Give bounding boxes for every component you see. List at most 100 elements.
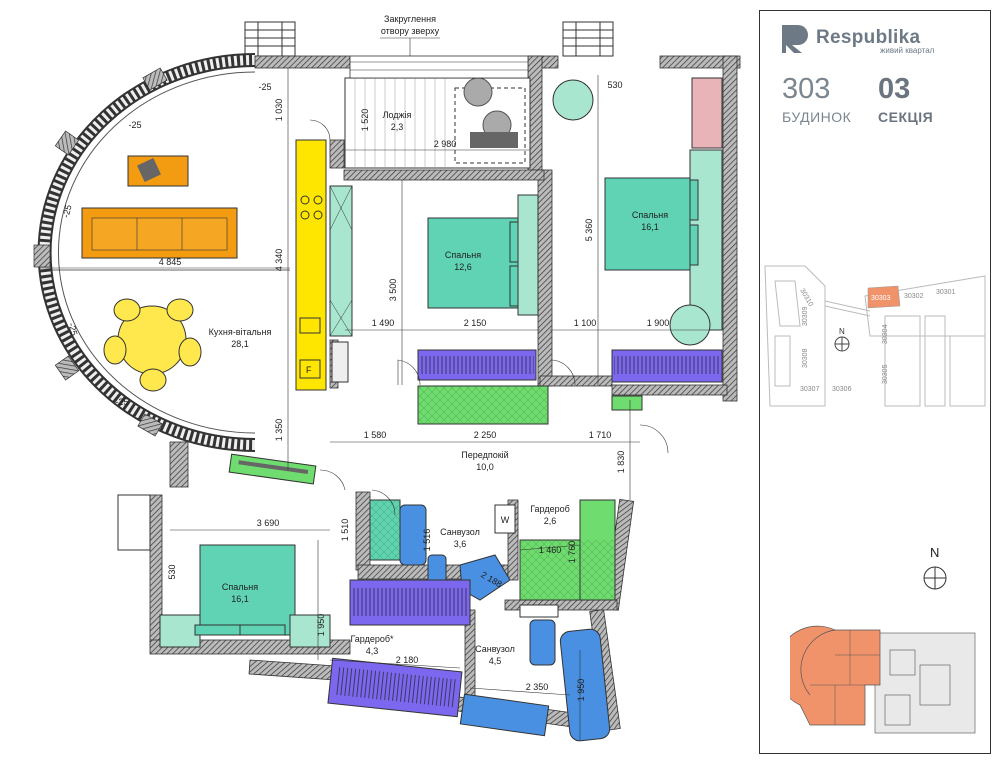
bed-bedroom-16-1-bottom (159, 544, 331, 648)
desk-green (228, 453, 317, 485)
svg-text:3 500: 3 500 (388, 279, 398, 302)
room-label-ward2: Гардероб* 4,3 (350, 634, 394, 656)
brand-tagline: живий квартал (880, 46, 935, 55)
svg-text:28,1: 28,1 (231, 339, 249, 349)
section-number: 03 (878, 73, 911, 105)
svg-text:16,1: 16,1 (231, 594, 249, 604)
brand-mark-icon (782, 25, 808, 53)
svg-text:Спальня: Спальня (632, 210, 668, 220)
svg-text:1 580: 1 580 (364, 430, 387, 440)
key-label-30301: 30301 (936, 289, 956, 296)
door-swings (309, 119, 669, 516)
floor-plan: F W (33, 14, 741, 742)
svg-text:4 845: 4 845 (159, 257, 182, 267)
brand-logo: Respublika (778, 21, 920, 55)
radiator-left (117, 494, 151, 551)
svg-text:1 760: 1 760 (567, 541, 577, 564)
svg-text:1 100: 1 100 (574, 318, 597, 328)
svg-text:5 360: 5 360 (584, 219, 594, 242)
svg-text:4,3: 4,3 (366, 646, 379, 656)
svg-text:2 180: 2 180 (396, 655, 419, 665)
key-label-30304: 30304 (882, 324, 889, 344)
room-label-bath2: Санвузол 4,5 (475, 644, 515, 666)
room-label-bed2: Спальня 16,1 (632, 210, 668, 232)
svg-text:Санвузол: Санвузол (475, 644, 515, 654)
svg-text:2 350: 2 350 (526, 682, 549, 692)
svg-text:1 950: 1 950 (576, 679, 586, 702)
svg-text:1 710: 1 710 (589, 430, 612, 440)
bathroom-3-6 (369, 499, 516, 601)
room-label-bed3: Спальня 16,1 (222, 582, 258, 604)
room-label-bath1: Санвузол 3,6 (440, 527, 480, 549)
wardrobe-4-3 (327, 579, 471, 718)
bathroom-4-5 (459, 604, 611, 742)
compass-icon (923, 566, 947, 590)
key-label-30305: 30305 (882, 364, 889, 384)
svg-text:2,3: 2,3 (391, 122, 404, 132)
svg-text:Гардероб*: Гардероб* (350, 634, 394, 644)
svg-text:1 900: 1 900 (647, 318, 670, 328)
svg-text:1 830: 1 830 (616, 451, 626, 474)
info-panel: Respublika живий квартал 303 03 БУДИНОК … (759, 10, 991, 754)
svg-text:Гардероб: Гардероб (530, 504, 570, 514)
wardrobe-purple-1 (417, 349, 537, 381)
room-label-ward1: Гардероб 2,6 (530, 504, 570, 526)
svg-text:530: 530 (607, 80, 622, 90)
svg-text:1 520: 1 520 (360, 109, 370, 132)
key-label-30310: 30310 (798, 288, 814, 308)
svg-text:Передпокій: Передпокій (461, 450, 508, 460)
svg-text:-25: -25 (128, 120, 141, 130)
wardrobe-2-6 (519, 499, 616, 601)
svg-text:1 350: 1 350 (274, 419, 284, 442)
wardrobe-purple-2 (611, 349, 723, 383)
dining-table (103, 298, 202, 392)
svg-text:10,0: 10,0 (476, 462, 494, 472)
svg-text:4,5: 4,5 (489, 656, 502, 666)
room-label-kitchen: Кухня-вітальня 28,1 (209, 327, 272, 349)
north-label: N (930, 545, 940, 560)
svg-text:530: 530 (167, 564, 177, 579)
bed-bedroom-16-1-top (552, 77, 723, 346)
shelf-green-1 (417, 385, 549, 425)
radiator-top-right (562, 21, 614, 57)
svg-text:2 250: 2 250 (474, 430, 497, 440)
note-line-1: Закруглення (384, 14, 436, 24)
svg-text:2,6: 2,6 (544, 516, 557, 526)
svg-text:12,6: 12,6 (454, 262, 472, 272)
curved-wall-piers (33, 67, 168, 437)
svg-text:16,1: 16,1 (641, 222, 659, 232)
svg-text:-25: -25 (61, 204, 74, 219)
room-label-loggia: Лоджія 2,3 (383, 110, 412, 132)
room-label-hall: Передпокій 10,0 (461, 450, 508, 472)
svg-text:1 516: 1 516 (422, 529, 432, 552)
building-label: БУДИНОК (782, 109, 852, 125)
kitchen-upper-cabinets (329, 185, 353, 383)
svg-text:Кухня-вітальня: Кухня-вітальня (209, 327, 272, 337)
svg-text:4 340: 4 340 (274, 249, 284, 272)
section-label: СЕКЦІЯ (878, 109, 934, 125)
building-location-plan (790, 625, 976, 734)
svg-text:2 150: 2 150 (464, 318, 487, 328)
svg-text:1 460: 1 460 (539, 545, 562, 555)
key-label-30309: 30309 (802, 306, 809, 326)
key-label-30302: 30302 (904, 293, 924, 300)
radiator-top-left (244, 21, 296, 57)
svg-text:1 950: 1 950 (316, 614, 326, 637)
north-small-label: N (839, 327, 845, 336)
svg-text:2 980: 2 980 (434, 139, 457, 149)
fridge-label: F (306, 365, 312, 375)
svg-text:-25: -25 (66, 322, 79, 337)
brand-name: Respublika (816, 27, 921, 48)
key-label-30308: 30308 (802, 348, 809, 368)
note-line-2: отвору зверху (381, 26, 440, 36)
kitchen-counter (295, 139, 327, 391)
washing-machine-label: W (501, 515, 510, 525)
building-number: 303 (782, 73, 831, 105)
tv-stand (127, 155, 189, 187)
svg-text:3 690: 3 690 (257, 518, 280, 528)
svg-text:1 510: 1 510 (340, 519, 350, 542)
key-label-30307: 30307 (800, 386, 820, 393)
svg-text:1 030: 1 030 (274, 99, 284, 122)
bed-bedroom-12-6 (427, 194, 539, 316)
svg-text:Спальня: Спальня (445, 250, 481, 260)
